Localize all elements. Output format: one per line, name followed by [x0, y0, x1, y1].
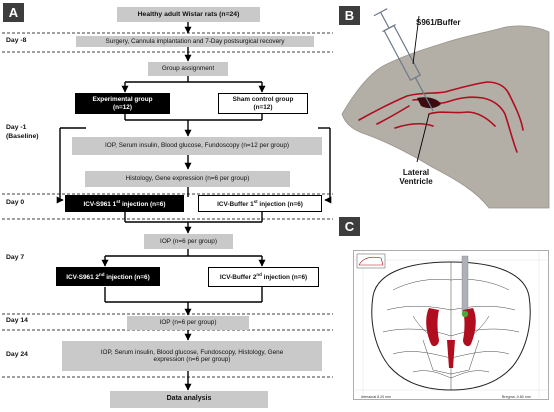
sham-group-box: Sham control group (n=12) — [218, 93, 308, 114]
scale-label-bregma: Bregma -0.80 mm — [502, 395, 531, 399]
panel-c-label: C — [339, 217, 360, 236]
scale-label-interaural: Interaural 8.20 mm — [361, 395, 392, 399]
sagittal-brain-illustration — [341, 8, 550, 209]
iop-day7-box: IOP (n=6 per group) — [144, 234, 233, 249]
panel-c: C — [337, 214, 551, 410]
final-tests-line2: expression (n=6 per group) — [153, 356, 231, 363]
icv-buffer-first-box: ICV-Buffer 1st injection (n=6) — [198, 195, 322, 212]
experimental-group-box: Experimental group (n=12) — [75, 93, 170, 114]
histology-box: Histology, Gene expression (n=6 per grou… — [85, 171, 290, 187]
group-assignment-box: Group assignment — [148, 62, 228, 76]
icv-s961-first-box: ICV-S961 1st injection (n=6) — [65, 195, 184, 212]
syringe-label: S961/Buffer — [416, 18, 461, 27]
panel-a-label: A — [3, 3, 24, 22]
surgery-box: Surgery, Cannula implantation and 7-Day … — [76, 36, 314, 47]
coronal-section-illustration — [353, 250, 549, 400]
sham-group-title: Sham control group — [232, 96, 294, 104]
panel-b-label: B — [339, 6, 360, 25]
day-label-minus1: Day -1 — [6, 124, 27, 131]
icv-s961-second-box: ICV-S961 2nd injection (n=6) — [56, 267, 160, 286]
day-label-0: Day 0 — [6, 199, 25, 206]
icv-buffer-second-box: ICV-Buffer 2nd injection (n=6) — [208, 267, 319, 287]
experimental-group-count: (n=12) — [112, 103, 132, 111]
start-box: Healthy adult Wistar rats (n=24) — [117, 7, 260, 22]
ventricle-label-line1: Lateral — [402, 168, 430, 177]
ventricle-label: Lateral Ventricle — [391, 168, 441, 186]
baseline-tests-box: IOP, Serum insulin, Blood glucose, Fundo… — [72, 137, 322, 155]
day-label-baseline: (Baseline) — [6, 133, 39, 140]
day-separators — [2, 32, 333, 378]
iop-day14-box: IOP (n=6 per group) — [127, 316, 249, 330]
sham-group-count: (n=12) — [253, 103, 273, 111]
day-label-24: Day 24 — [6, 351, 28, 358]
data-analysis-box: Data analysis — [110, 391, 268, 408]
ventricle-label-line2: Ventricle — [399, 177, 433, 186]
panel-b: B S961/Buffer Lateral Ventricle — [337, 2, 551, 211]
experimental-group-title: Experimental group — [92, 96, 153, 104]
day-label-7: Day 7 — [6, 254, 25, 261]
day-label-minus8: Day -8 — [6, 37, 27, 44]
final-tests-line1: IOP, Serum insulin, Blood glucose, Fundo… — [100, 348, 284, 356]
day-label-14: Day 14 — [6, 317, 28, 324]
final-tests-box: IOP, Serum insulin, Blood glucose, Fundo… — [62, 341, 322, 371]
